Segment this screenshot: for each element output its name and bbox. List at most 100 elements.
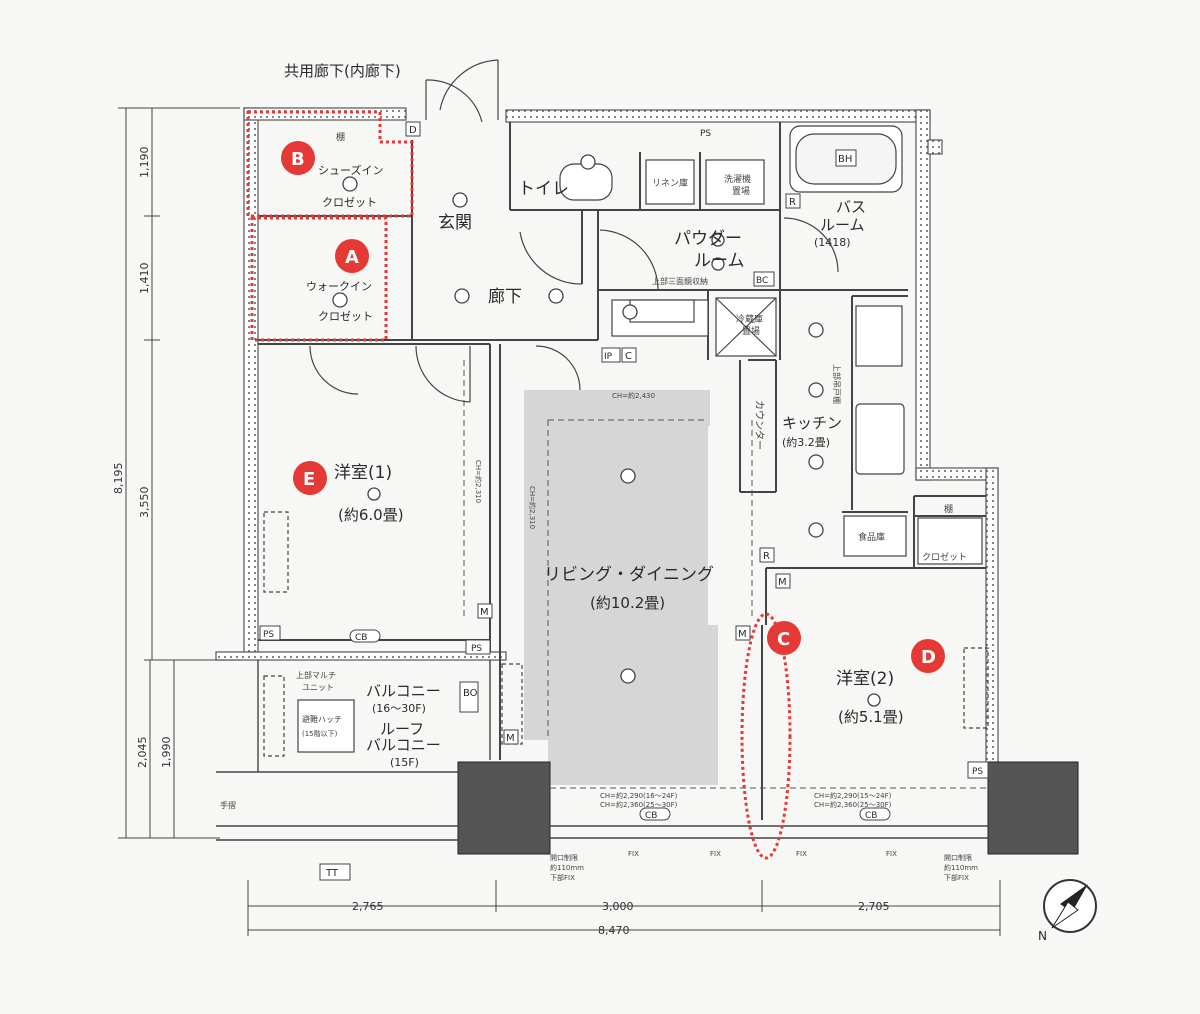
ps-symbol-1: PS: [263, 630, 274, 640]
balcony-label-4: バルコニー: [366, 736, 441, 754]
left-dimension-lines: [118, 107, 240, 839]
living-ceiling-bottom-2: CH=約2,360(25〜30F): [600, 800, 678, 809]
walk-in-label-2: クロゼット: [318, 310, 373, 323]
svg-text:A: A: [345, 247, 359, 268]
left-dim-3: 3,550: [138, 487, 151, 519]
svg-text:C: C: [777, 629, 790, 650]
doors: [309, 59, 839, 403]
shoe-closet-label-1: シューズイン: [318, 163, 383, 177]
marker-a: A: [335, 239, 369, 273]
fixtures: [263, 125, 989, 757]
multi-label-2: ユニット: [302, 683, 334, 692]
m-symbol-3: M: [738, 629, 747, 640]
door-symbol-d: D: [409, 125, 417, 136]
powder-label-2: ルーム: [694, 251, 745, 271]
entrance-label: 玄関: [438, 213, 472, 233]
highlight-outlines: [246, 110, 792, 860]
window-fix-4: FIX: [886, 850, 897, 858]
column-right: [987, 761, 1079, 855]
multi-label-1: 上部マルチ: [296, 670, 336, 680]
living-shaded-area: [524, 390, 718, 785]
window-fix-1: FIX: [628, 850, 639, 858]
upper-cabinet-label: 上部吊戸棚: [832, 364, 842, 404]
counter-label: カウンター: [753, 400, 765, 450]
fridge-label-2: 置場: [742, 325, 760, 337]
m-symbol-4: M: [506, 733, 515, 744]
svg-text:D: D: [921, 647, 936, 668]
laundry-label-1: 洗濯機: [724, 173, 751, 185]
compass-north: N: [1038, 929, 1047, 943]
room1-label-1: 洋室(1): [334, 463, 392, 483]
balcony-label-1: バルコニー: [366, 682, 441, 700]
outer-walls: [215, 107, 999, 769]
tt-symbol: TT: [325, 868, 339, 879]
svg-text:E: E: [303, 469, 315, 490]
room2-label-2: (約5.1畳): [838, 708, 904, 726]
left-dim-4: 1,990: [160, 737, 173, 769]
marker-b: B: [281, 141, 315, 175]
bath-label-2: ルーム: [820, 216, 865, 234]
cb-symbol-1: CB: [355, 633, 367, 643]
shoe-closet-label-2: クロゼット: [322, 196, 377, 209]
linen-label: リネン庫: [652, 177, 688, 189]
living-label-2: (約10.2畳): [590, 594, 665, 612]
bh-symbol: BH: [838, 154, 852, 165]
room1-ceiling: CH=約2,310: [474, 460, 483, 503]
living-ceiling-top: CH=約2,430: [612, 391, 655, 400]
kitchen-symbol-r: R: [763, 551, 770, 562]
ip-symbol: IP: [604, 352, 613, 362]
compass-icon: N: [1038, 879, 1097, 943]
window-right-note-2: 約110mm: [944, 863, 978, 872]
symbol-texts: D R BC IP C R M M M M PS PS PS PS BO CB …: [263, 125, 983, 879]
left-dim-2: 1,410: [138, 263, 151, 295]
left-dim-1: 1,190: [138, 147, 151, 179]
toilet-label: トイレ: [518, 179, 569, 199]
shoe-shelf-label: 棚: [336, 131, 345, 143]
living-ceiling-bottom-1: CH=約2,290(16〜24F): [600, 791, 678, 800]
room2-ceiling-bottom-1: CH=約2,290(15〜24F): [814, 791, 892, 800]
m-symbol-2: M: [480, 607, 489, 618]
marker-c: C: [767, 621, 801, 655]
left-outer-dim: 2,045: [136, 737, 149, 769]
ps-symbol-top: PS: [700, 129, 711, 139]
window-right-note-1: 開口制限: [944, 853, 972, 862]
bottom-dim-2: 3,000: [602, 900, 634, 913]
room2-label-1: 洋室(2): [836, 669, 894, 689]
laundry-label-2: 置場: [732, 185, 750, 197]
m-symbol-1: M: [778, 577, 787, 588]
c-symbol: C: [625, 351, 632, 362]
walk-in-label-1: ウォークイン: [306, 280, 372, 293]
kitchen-label-1: キッチン: [782, 414, 842, 432]
marker-e: E: [293, 461, 327, 495]
light-fixtures: [332, 154, 881, 707]
bo-symbol-b: BO: [463, 688, 478, 699]
balcony-label-2: (16〜30F): [372, 702, 426, 715]
bottom-dim-3: 2,705: [858, 900, 890, 913]
pantry-label: 食品庫: [858, 531, 885, 543]
powder-note: 上部三面鏡収納: [652, 276, 708, 286]
window-left-note-1: 開口制限: [550, 853, 578, 862]
svg-text:B: B: [291, 149, 305, 170]
left-total-dim: 8,195: [112, 463, 125, 495]
ps-symbol-3: PS: [972, 767, 983, 777]
living-ceiling: CH=約2,310: [528, 486, 537, 529]
balcony-label-3: ルーフ: [380, 720, 424, 738]
bc-symbol: BC: [756, 276, 768, 286]
corridor-label: 共用廊下(内廊下): [284, 62, 401, 80]
cb-symbol-2: CB: [645, 811, 657, 821]
closet-label: クロゼット: [922, 551, 967, 563]
window-left-note-2: 約110mm: [550, 863, 584, 872]
closet-shelf-label: 棚: [944, 503, 953, 515]
room1-label-2: (約6.0畳): [338, 506, 404, 524]
fridge-label-1: 冷蔵庫: [736, 313, 763, 325]
bath-label-3: (1418): [814, 236, 851, 249]
powder-label-1: パウダー: [674, 229, 742, 249]
sash-lines: [216, 660, 988, 841]
living-label-1: リビング・ダイニング: [544, 565, 714, 585]
handrail-label: 手摺: [220, 800, 236, 810]
column-left: [457, 761, 551, 855]
balcony-label-5: (15F): [390, 756, 419, 769]
room2-ceiling-bottom-2: CH=約2,360(25〜30F): [814, 800, 892, 809]
cb-symbol-3: CB: [865, 811, 877, 821]
hatch-label-2: (15階以下): [302, 729, 338, 738]
